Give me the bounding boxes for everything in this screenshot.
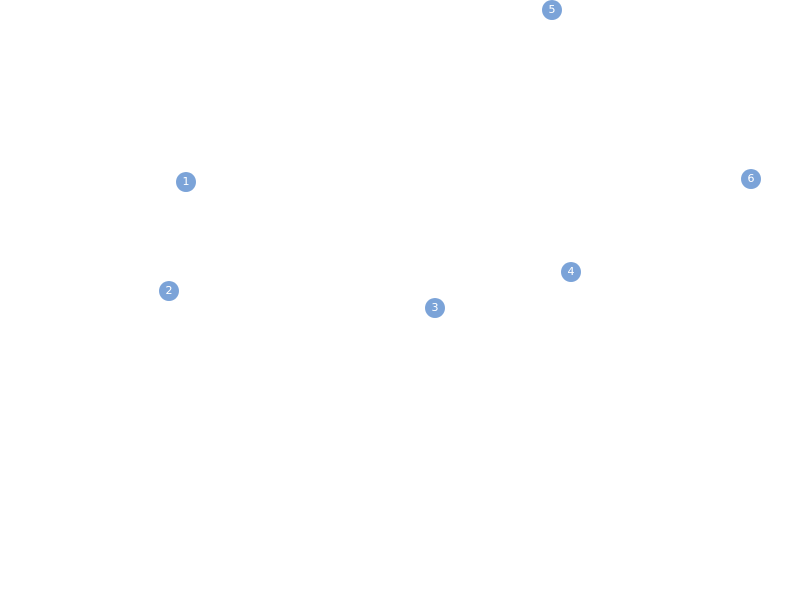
numbered-marker-6[interactable]: 6 (741, 169, 761, 189)
numbered-marker-1[interactable]: 1 (176, 172, 196, 192)
numbered-marker-3[interactable]: 3 (425, 298, 445, 318)
numbered-marker-2[interactable]: 2 (159, 281, 179, 301)
numbered-marker-4[interactable]: 4 (561, 262, 581, 282)
numbered-marker-5[interactable]: 5 (542, 0, 562, 20)
